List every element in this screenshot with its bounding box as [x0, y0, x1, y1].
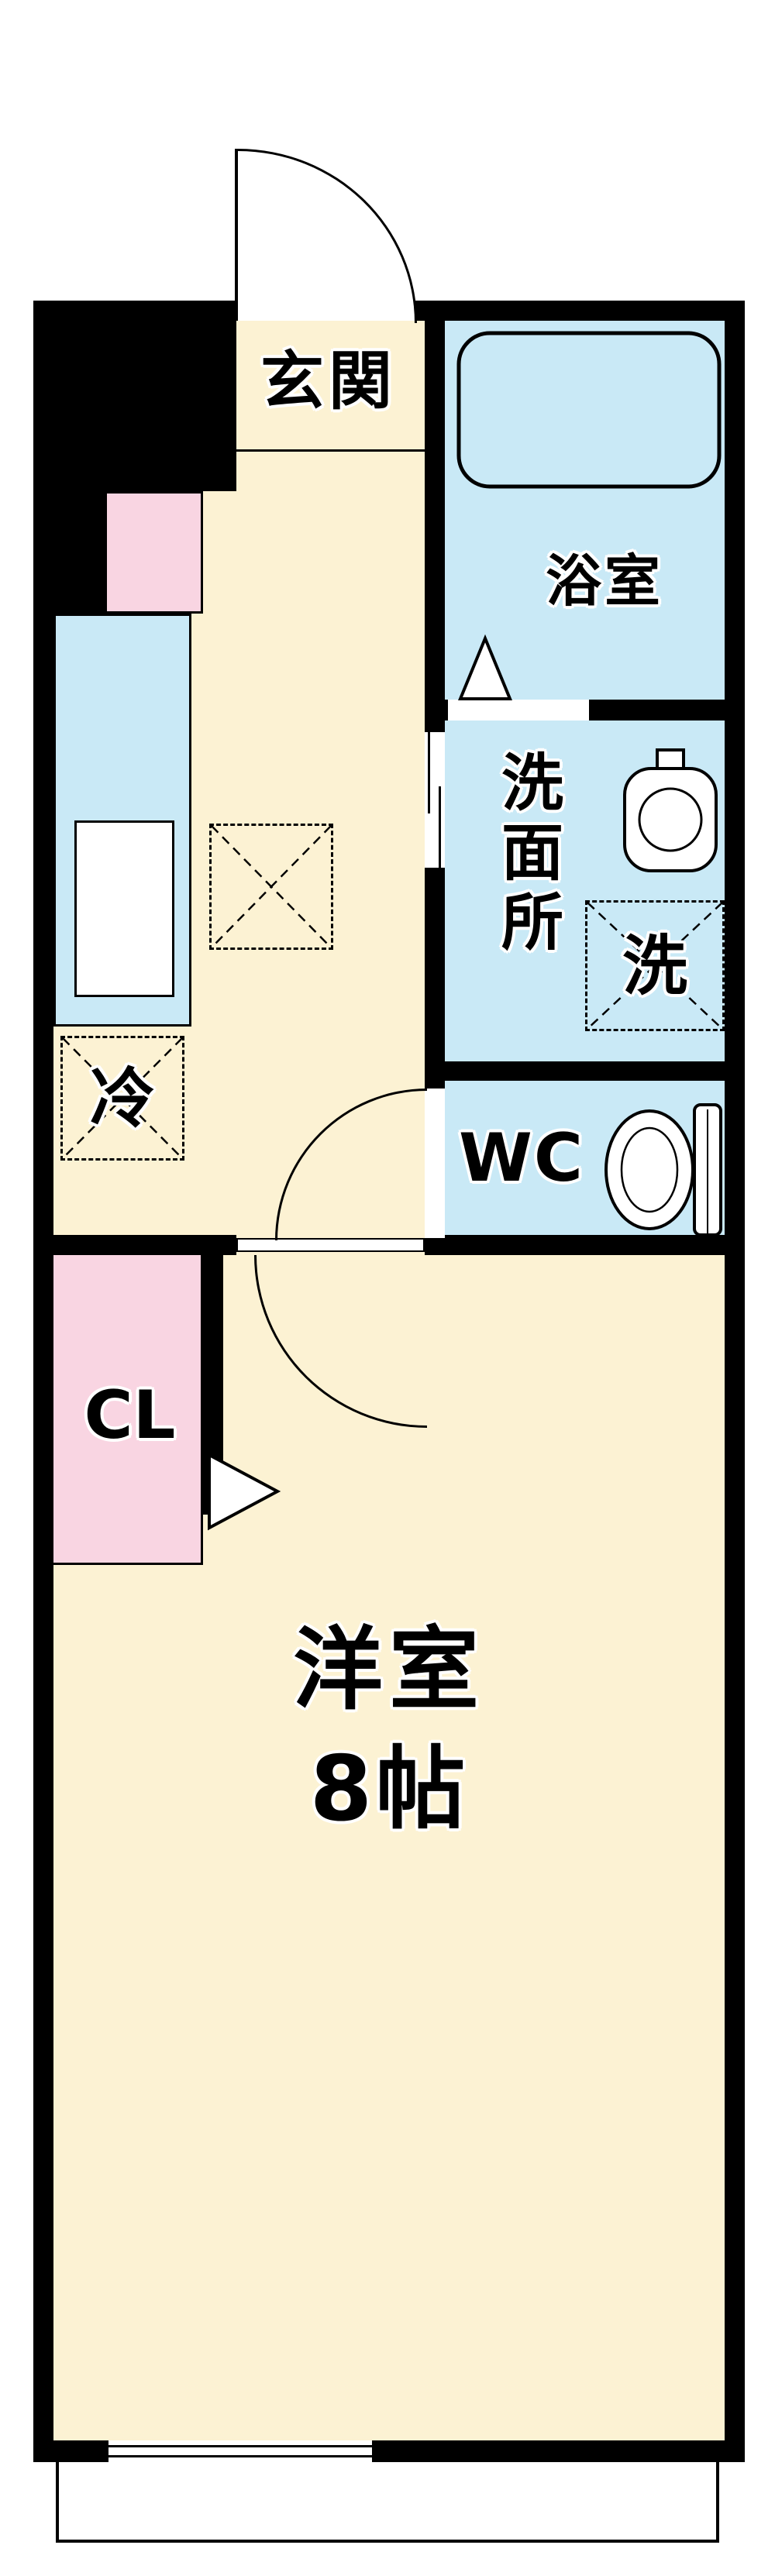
wall-top-right [415, 301, 745, 321]
toilet-icon [603, 1099, 725, 1241]
closet-folding-door-icon [205, 1450, 284, 1532]
wall-block-top-left [33, 301, 236, 491]
closet-floor [53, 1255, 203, 1565]
western-room-label: 洋室 [293, 1618, 485, 1722]
wall-left [33, 321, 53, 2462]
wc-label: WC [459, 1119, 584, 1197]
balcony-window-opening [108, 2440, 372, 2462]
washroom-label: 洗面所 [491, 750, 563, 959]
bathtub-icon [456, 330, 722, 490]
refrigerator-label: 冷 [89, 1060, 155, 1137]
balcony-window-sash-line [108, 2445, 372, 2447]
wc-door-opening [425, 1089, 445, 1238]
washroom-sliding-door-line [428, 732, 430, 813]
wall-bathroom-bottom-left [425, 700, 448, 721]
bathroom-label: 浴室 [545, 549, 663, 614]
washer-label: 洗 [622, 927, 687, 1004]
kitchen-fixture-space [209, 824, 333, 950]
kitchen-sink [74, 820, 174, 997]
entrance-step-line [236, 449, 425, 452]
wall-wc-bottom [425, 1235, 745, 1255]
wall-bottom-right [372, 2440, 745, 2462]
entrance-door-leaf [235, 149, 238, 321]
washroom-sliding-door-line [439, 786, 441, 868]
entrance-label: 玄関 [260, 345, 397, 418]
refrigerator-space: 冷 [60, 1036, 184, 1161]
wall-right [725, 321, 745, 2462]
balcony-window-sash-line [108, 2455, 372, 2457]
wall-divider-middle [425, 868, 445, 1089]
washer-space: 洗 [585, 900, 725, 1031]
shoe-cabinet [105, 491, 203, 614]
wall-divider-upper [425, 321, 445, 732]
bathroom-folding-door-icon [456, 634, 515, 702]
wall-closet-top [33, 1235, 236, 1255]
wall-bottom-left [33, 2440, 108, 2462]
entrance-door-swing-arc-icon [238, 149, 417, 323]
sink-icon [618, 745, 722, 877]
closet-label: CL [84, 1377, 176, 1454]
balcony [56, 2462, 719, 2543]
western-room-size-label: 8帖 [309, 1737, 469, 1842]
wall-washroom-wc [425, 1061, 745, 1081]
wall-bathroom-bottom-right [589, 700, 745, 721]
